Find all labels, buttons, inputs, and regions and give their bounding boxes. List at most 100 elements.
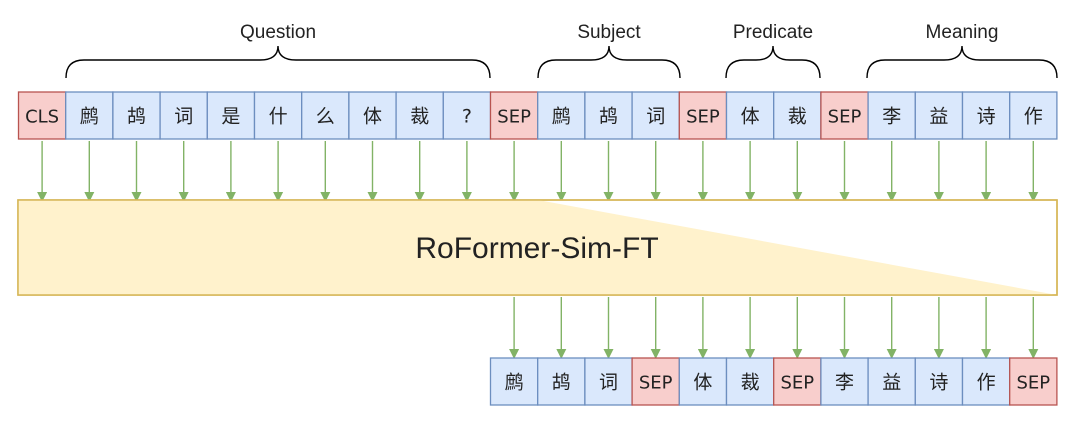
input-token: 什 <box>253 91 303 140</box>
input-token-box <box>961 91 1011 140</box>
input-token-text: 体 <box>363 106 382 128</box>
input-token: SEP <box>820 91 869 140</box>
output-token: 词 <box>584 357 633 406</box>
output-token: 鹧 <box>489 357 539 406</box>
input-token: 诗 <box>961 91 1011 140</box>
input-token-text: 鸪 <box>127 106 146 128</box>
input-token: 益 <box>914 91 964 140</box>
input-token-text: 鸪 <box>599 106 618 128</box>
output-token-text: 益 <box>882 372 901 394</box>
input-token-text: 什 <box>269 106 288 128</box>
model-block: RoFormer-Sim-FT <box>17 199 1058 296</box>
input-token-box <box>301 91 350 140</box>
input-token-text: SEP <box>497 107 531 128</box>
input-token-box <box>867 91 916 140</box>
group-label-predicate: Predicate <box>733 22 813 43</box>
input-token-box <box>584 91 633 140</box>
segment-groups: Question Subject Predicate Meaning <box>65 22 1058 79</box>
input-token-box <box>1009 91 1058 140</box>
input-token-box <box>112 91 161 140</box>
output-token: SEP <box>773 357 822 406</box>
output-token-box <box>867 357 916 406</box>
input-token-text: 益 <box>929 106 948 128</box>
model-border <box>17 199 1058 296</box>
output-token-text: 词 <box>599 372 618 394</box>
input-token: 词 <box>159 91 208 140</box>
input-token: 鹧 <box>537 91 586 140</box>
group-label-meaning: Meaning <box>926 22 999 43</box>
output-token-text: SEP <box>1016 373 1050 394</box>
group-label-subject: Subject <box>577 22 641 43</box>
output-token-text: 诗 <box>929 372 948 394</box>
output-token-box <box>1009 357 1058 406</box>
input-token-box <box>17 91 67 140</box>
output-token-box <box>914 357 964 406</box>
input-token-box <box>442 91 492 140</box>
input-token-box <box>725 91 775 140</box>
model-label: RoFormer-Sim-FT <box>415 232 658 265</box>
output-token-text: 鸪 <box>552 372 571 394</box>
input-token-text: 么 <box>316 106 335 128</box>
input-token-text: 裁 <box>788 106 807 128</box>
input-token-box <box>914 91 964 140</box>
input-token-box <box>206 91 256 140</box>
output-arrows <box>509 297 1039 359</box>
input-token: ? <box>442 91 492 140</box>
output-token: 体 <box>678 357 728 406</box>
input-token: 么 <box>301 91 350 140</box>
input-token: 鹧 <box>65 91 114 140</box>
input-token: 李 <box>867 91 916 140</box>
output-token-box <box>678 357 728 406</box>
input-token-text: 鹧 <box>552 106 571 128</box>
input-token-text: 鹧 <box>80 106 99 128</box>
model-mask-shape <box>18 200 1057 295</box>
input-token-text: 李 <box>882 106 901 128</box>
output-token: 鸪 <box>537 357 586 406</box>
input-token: SEP <box>678 91 728 140</box>
input-token: 裁 <box>773 91 822 140</box>
output-token-box <box>537 357 586 406</box>
input-token-text: 作 <box>1024 106 1043 128</box>
input-token: 鸪 <box>112 91 161 140</box>
input-token-text: CLS <box>25 107 59 128</box>
group-label-question: Question <box>240 22 316 43</box>
output-token: 作 <box>961 357 1011 406</box>
output-token: 益 <box>867 357 916 406</box>
output-token-box <box>631 357 680 406</box>
input-token: SEP <box>489 91 539 140</box>
output-token: 李 <box>820 357 869 406</box>
input-token-text: 裁 <box>410 106 429 128</box>
input-token-text: SEP <box>828 107 862 128</box>
output-token-text: SEP <box>639 373 673 394</box>
output-token: 裁 <box>725 357 775 406</box>
input-token-box <box>65 91 114 140</box>
output-token-box <box>489 357 539 406</box>
output-token-text: 李 <box>835 372 854 394</box>
output-token: SEP <box>631 357 680 406</box>
input-token: 体 <box>725 91 775 140</box>
input-token-box <box>631 91 680 140</box>
input-token-text: 词 <box>646 106 665 128</box>
input-token-text: 诗 <box>977 106 996 128</box>
output-token-text: 鹧 <box>505 372 524 394</box>
output-token-text: 体 <box>693 372 712 394</box>
output-token: 诗 <box>914 357 964 406</box>
output-token-text: 裁 <box>741 372 760 394</box>
output-token-box <box>820 357 869 406</box>
input-token-text: ? <box>462 106 472 128</box>
input-token-box <box>773 91 822 140</box>
input-token-box <box>253 91 303 140</box>
brace-subject <box>537 45 681 79</box>
brace-meaning <box>866 45 1058 79</box>
input-token-box <box>537 91 586 140</box>
input-token-box <box>348 91 397 140</box>
brace-question <box>65 45 491 79</box>
brace-predicate <box>725 45 821 79</box>
input-arrows <box>37 141 1039 202</box>
output-token: SEP <box>1009 357 1058 406</box>
input-token: 体 <box>348 91 397 140</box>
input-token: 鸪 <box>584 91 633 140</box>
input-token-box <box>395 91 444 140</box>
